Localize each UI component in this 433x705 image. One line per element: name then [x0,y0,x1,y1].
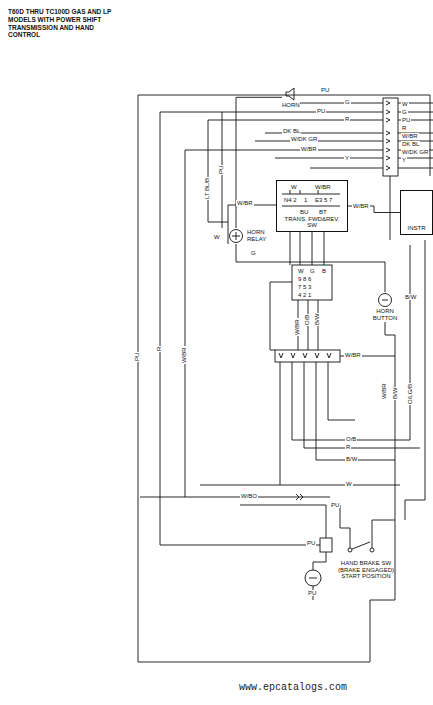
wire-label: E3 5 7 [314,197,333,203]
wire-label: 7 5 3 [297,284,312,290]
wire [140,485,400,538]
wire-label: W/BR [300,146,318,152]
wire-label: W [401,101,409,107]
wire-label: BT [318,209,328,215]
connector [383,98,398,176]
wire-label: 4 2 1 [297,292,312,298]
wire-label: DK BL [282,128,301,134]
wire [160,112,383,545]
node-label: INSTR [408,225,426,232]
node-label: TRANS. FWD&REV. SW [279,216,345,229]
wire-label: W/BR [181,346,187,364]
wire-label: W [345,481,353,487]
node-label: HORN [282,102,300,109]
wire-label: G [401,109,408,115]
wire-label: W/BR [381,382,387,400]
wire-label: W/BR [314,184,332,190]
wire-label: W/DK GR [401,149,429,155]
wire-label: 1 [303,197,308,203]
wire-label: PU [330,502,340,508]
wire-label: W/BR [352,203,370,209]
wire-label: B/W [404,294,417,300]
wire-label: DK BL [401,141,420,147]
wire-label: O/LG/B [407,383,413,405]
solenoid-symbol [305,570,321,586]
wire-label: 9 8 6 [297,276,312,282]
wire-label: O/B [304,314,310,326]
wire-label: PU [401,117,411,123]
wire-label: B/W [345,456,358,462]
diagram-title: T60D THRU TC100D GAS AND LP MODELS WITH … [8,8,112,39]
wire-label: N4 2 [283,197,298,203]
bottom-connector [320,538,332,552]
switch-contact [348,548,352,552]
wire-label: W/BR [401,133,419,139]
wire-label: B/W [314,313,320,326]
wire [270,282,318,350]
wire-label: PU [306,540,316,546]
wire [208,120,383,222]
wire-label: O/B [345,436,357,442]
wire-label: W/BR [236,200,254,206]
wire-label: W [290,184,298,190]
connector-block [292,265,332,300]
wire-arrows [296,494,303,500]
wire-label: G [344,99,351,105]
node-label: HORN BUTTON [368,308,402,321]
wire-label: PU [316,108,326,114]
wire-label: PU [320,87,330,93]
relay-icon [228,228,244,244]
wire-label: R [344,116,350,122]
wire-label: W/BR [344,352,362,358]
terminal-arrows [279,353,331,358]
wire [290,232,324,265]
wire-label: W [297,268,305,274]
wire-label: R [345,444,351,450]
solenoid-mark [309,578,317,579]
switch-contact [370,548,374,552]
wire-label: W [213,234,221,240]
wire-label: PU [307,590,317,596]
wire-label: LT BL/B [204,177,210,200]
wire-label: B [321,268,327,274]
horn-icon [283,86,299,102]
connector-pins [386,101,433,170]
wire-connector [236,244,385,292]
terminal-strip [275,350,340,362]
hand-brake-switch [340,505,395,549]
button-icon [377,292,393,308]
wire [280,356,420,485]
wire-label: PU [218,165,224,175]
node-label: HORN RELAY [247,229,277,242]
wire-label: G [309,268,316,274]
wire-label: R [401,125,407,131]
component-box: TRANS. FWD&REV. SW [276,180,348,232]
wire [370,176,425,600]
wire-label: Y [401,157,407,163]
wire [185,150,383,497]
wire-label: BU [299,209,309,215]
component-box: INSTR [400,190,433,235]
wire-label: R [156,346,162,352]
wire-label: W/DK GR [290,136,318,142]
wire-label: B/W [392,387,398,400]
wire [138,95,430,662]
relay-symbol: HORN RELAY [228,228,277,244]
wire [255,103,383,168]
wire [228,205,276,244]
button-symbol: HORN BUTTON [368,292,402,321]
text-symbol: HAND BRAKE SW (BRAKE ENGAGED) START POSI… [330,560,402,580]
wire-label: W/BR [294,318,300,336]
horn-symbol: HORN [282,86,300,109]
switch-internals [282,190,340,206]
watermark: www.epcatalogs.com [238,683,348,693]
wire-label: PU [134,352,140,362]
wire-label: Y [344,155,350,161]
wire-label: W/BO [240,493,258,499]
wire-label: G [250,250,257,256]
node-label: HAND BRAKE SW (BRAKE ENGAGED) START POSI… [330,560,402,580]
